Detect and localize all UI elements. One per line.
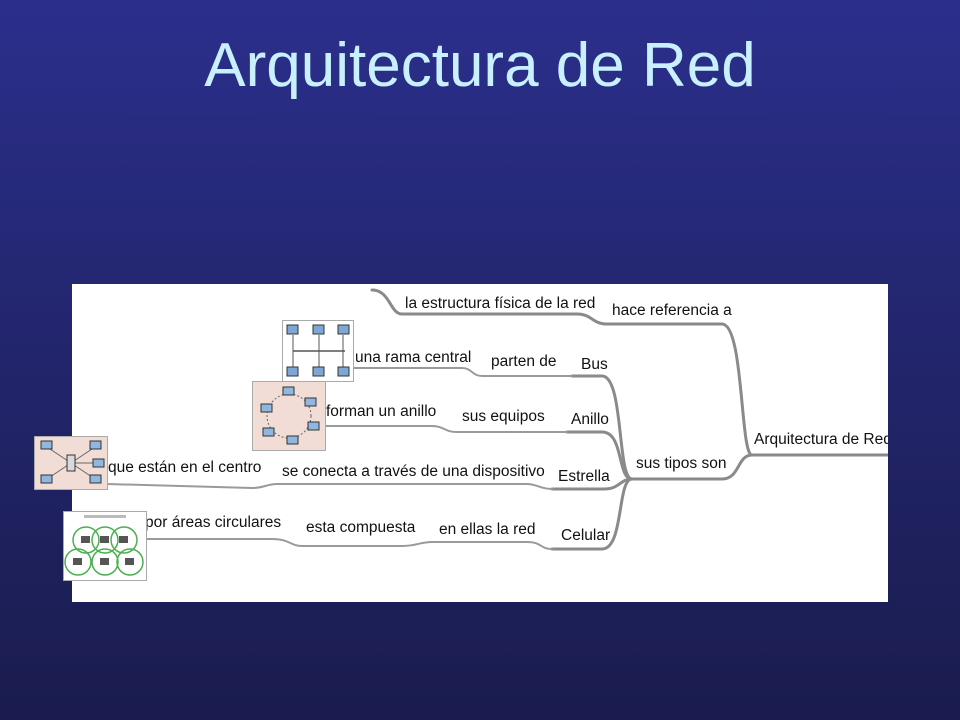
type-estrella-description: que están en el centro (108, 459, 261, 476)
anillo-link-branch (321, 425, 568, 433)
definition-node: la estructura física de la red (405, 295, 595, 312)
star-network-icon (40, 440, 105, 484)
definition-branch (370, 288, 609, 326)
definition-link-node: hace referencia a (612, 302, 732, 319)
type-anillo-link: sus equipos (462, 408, 545, 425)
root-node: Arquitectura de Red (754, 431, 888, 448)
root-to-definition-branch (605, 322, 754, 457)
bus-topology-thumbnail (282, 320, 354, 382)
type-estrella-node: Estrella (558, 468, 610, 485)
root-to-types-branch (630, 453, 754, 481)
type-celular-node: Celular (561, 527, 610, 544)
estrella-link-branch (106, 483, 553, 490)
type-estrella-link: se conecta a través de una dispositivo (282, 463, 545, 480)
types-to-celular-branch (550, 477, 634, 551)
type-celular-link-2: esta compuesta (306, 519, 416, 536)
cellular-topology-thumbnail (63, 511, 147, 581)
bus-link-branch (351, 367, 573, 377)
star-topology-thumbnail (34, 436, 108, 490)
slide-title: Arquitectura de Red (204, 31, 756, 100)
type-bus-description: una rama central (355, 349, 471, 366)
mind-map-panel: Arquitectura de Red hace referencia a la… (72, 284, 888, 602)
type-celular-description: por áreas circulares (145, 514, 281, 531)
ring-network-icon (260, 386, 320, 445)
type-anillo-node: Anillo (571, 411, 609, 428)
type-celular-link: en ellas la red (439, 521, 536, 538)
types-to-anillo-branch (565, 430, 634, 481)
cellular-network-icon (64, 515, 144, 576)
type-anillo-description: forman un anillo (326, 403, 436, 420)
ring-topology-thumbnail (252, 381, 326, 451)
type-bus-node: Bus (581, 356, 608, 373)
types-to-bus-branch (570, 374, 634, 481)
types-link-node: sus tipos son (636, 455, 726, 472)
bus-network-icon (286, 324, 350, 377)
type-bus-link: parten de (491, 353, 557, 370)
mind-map-diagram: Arquitectura de Red hace referencia a la… (106, 288, 888, 551)
celular-link-branch (141, 538, 553, 550)
